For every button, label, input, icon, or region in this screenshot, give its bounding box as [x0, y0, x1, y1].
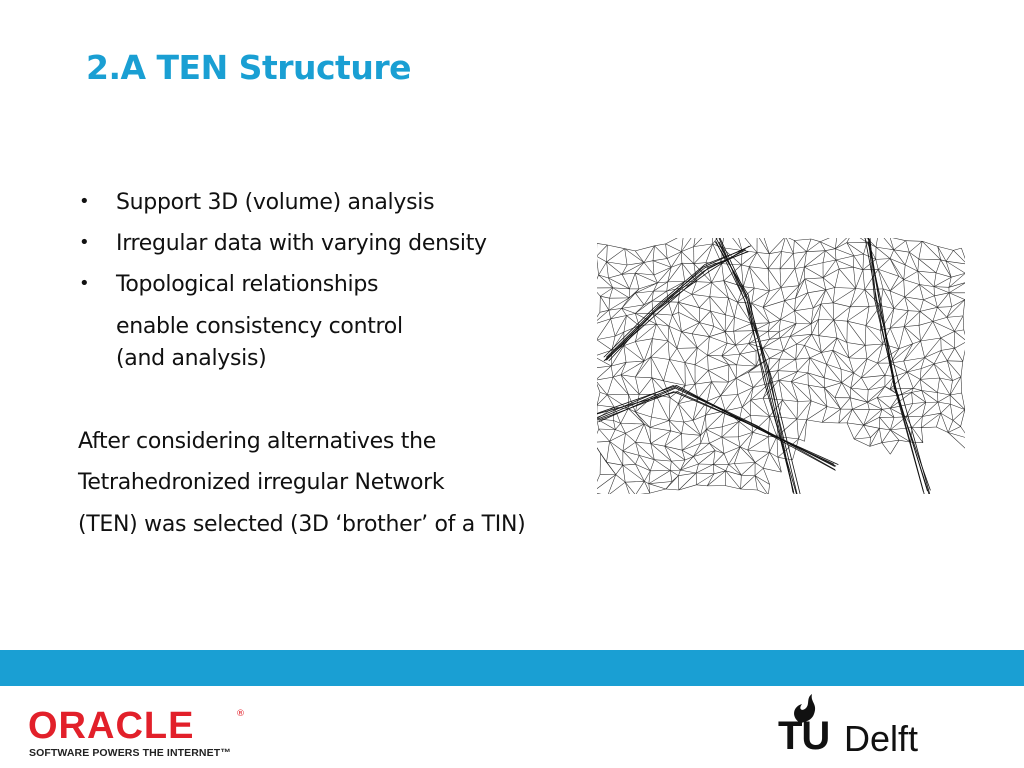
- tudelft-logo: TU Delft: [778, 694, 958, 760]
- terrain-mesh-graphic: [597, 238, 965, 494]
- paragraph-line: (TEN) was selected (3D ‘brother’ of a TI…: [78, 512, 526, 537]
- slide-body: • Support 3D (volume) analysis • Irregul…: [78, 190, 526, 537]
- terrain-mesh-image: [597, 238, 965, 494]
- oracle-logo: ORACLE ® SOFTWARE POWERS THE INTERNET™: [28, 707, 248, 762]
- bullet-item: Support 3D (volume) analysis: [116, 190, 435, 215]
- sub-line: (and analysis): [116, 346, 267, 371]
- oracle-wordmark: ORACLE: [28, 705, 195, 747]
- paragraph-line: Tetrahedronized irregular Network: [78, 470, 445, 495]
- oracle-tagline: SOFTWARE POWERS THE INTERNET™: [29, 747, 231, 759]
- bullet-item: Topological relationships: [116, 272, 379, 297]
- tudelft-tu: TU: [778, 714, 830, 758]
- slide-title: 2.A TEN Structure: [86, 48, 411, 87]
- bullet-marker: •: [79, 273, 90, 294]
- tudelft-delft: Delft: [844, 718, 919, 759]
- bullet-marker: •: [79, 232, 90, 253]
- flame-icon: [794, 694, 816, 723]
- oracle-registered-mark: ®: [236, 709, 245, 719]
- bullet-item: Irregular data with varying density: [116, 231, 487, 256]
- sub-line: enable consistency control: [116, 314, 403, 339]
- paragraph-line: After considering alternatives the: [78, 429, 436, 454]
- bullet-marker: •: [79, 191, 90, 212]
- footer-band: [0, 650, 1024, 686]
